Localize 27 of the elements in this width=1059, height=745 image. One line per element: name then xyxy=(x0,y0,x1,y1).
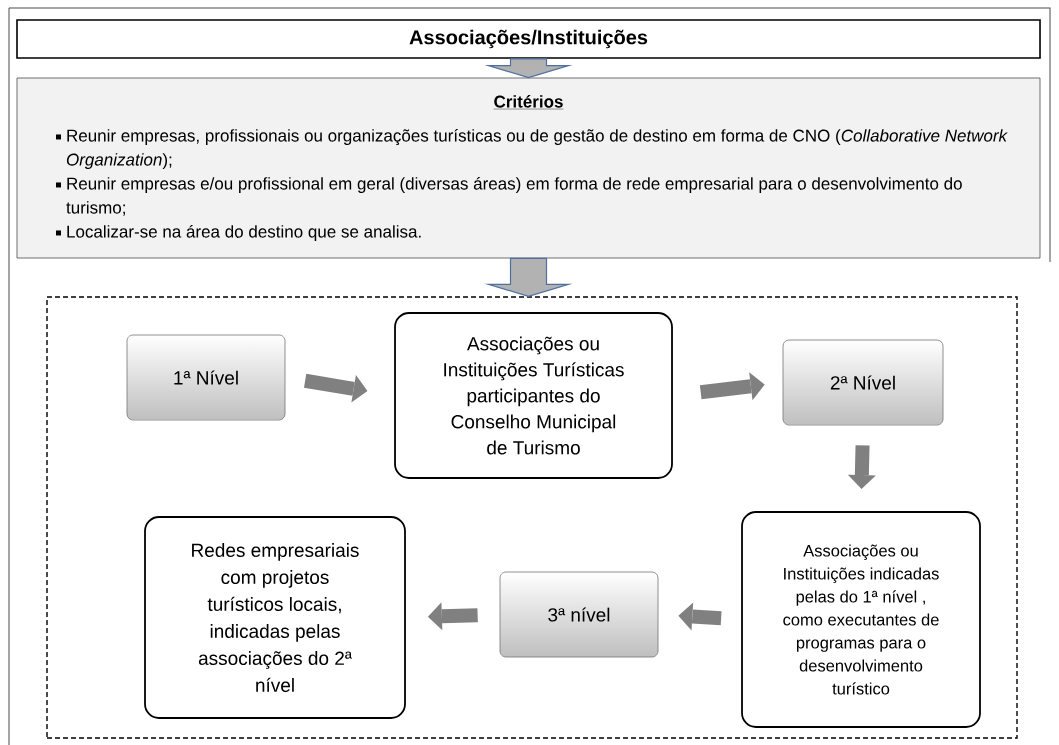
node-text: Associações ou Instituições indicadas pelas do 1ª nível , como executantes de programas para o desenvolvimento turístico xyxy=(783,544,939,695)
level-box xyxy=(499,571,659,658)
node-text: Redes empresariais com projetos turísticos locais, indicadas pelas associações do 2ª nível xyxy=(192,543,359,692)
info-box xyxy=(394,312,673,479)
node-text: Associações/Instituições xyxy=(409,29,648,49)
bullet-text: Reunir empresas, profissionais ou organizações turísticas ou de gestão de destino em forma de CNO (Collaborative Network Organization); xyxy=(56,128,1008,169)
level-box xyxy=(782,339,944,426)
block-arrow xyxy=(484,257,573,297)
criteria-heading: Critérios xyxy=(493,95,564,110)
node-text: 2ª Nível xyxy=(830,375,895,390)
node-text: 3ª nível xyxy=(548,607,610,622)
node-text: Associações ou Instituições Turísticas participantes do Conselho Municipal de Turismo xyxy=(444,336,624,455)
info-box xyxy=(741,511,981,728)
block-arrow xyxy=(847,445,876,490)
node-text: 1ª Nível xyxy=(174,370,238,385)
block-arrow xyxy=(484,58,573,79)
block-arrow xyxy=(303,373,368,403)
criteria-box xyxy=(16,77,1041,259)
dashed-frame xyxy=(46,296,1018,739)
bullet-text: Reunir empresas e/ou profissional em geral (diversas áreas) em forma de rede empresarial para o desenvolvimento do turismo; xyxy=(56,176,962,216)
block-arrow xyxy=(699,372,765,401)
block-arrow xyxy=(678,602,722,631)
title-box xyxy=(16,19,1041,59)
level-box xyxy=(126,334,286,421)
info-box xyxy=(144,516,406,719)
block-arrow xyxy=(427,602,478,631)
bullet-text: Localizar-se na área do destino que se analisa. xyxy=(56,224,421,241)
